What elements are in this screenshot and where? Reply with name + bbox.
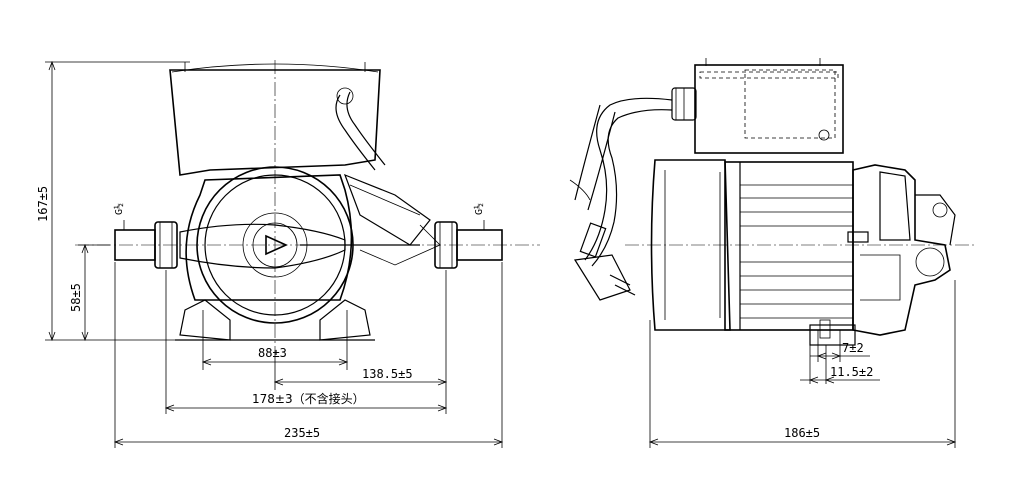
thread-label-left: G½ (113, 203, 125, 215)
dim-foot-a: 7±2 (810, 330, 870, 362)
dim-label-overall-length: 235±5 (284, 426, 320, 440)
dim-label-foot-spacing: 88±3 (258, 346, 287, 360)
dim-label-height-total: 167±5 (36, 186, 50, 222)
dim-height-center: 58±5 (69, 243, 110, 342)
side-view: 7±2 11.5±2 186±5 (569, 58, 975, 448)
dim-label-depth-total: 186±5 (784, 426, 820, 440)
dim-body-length: 178±3（不含接头） (164, 270, 448, 414)
dim-outlet-offset: 138.5±5 (273, 270, 448, 390)
pipe-connectors (114, 221, 503, 269)
dim-label-foot-a: 7±2 (842, 341, 864, 355)
dim-label-foot-b: 11.5±2 (830, 365, 873, 379)
dim-label-body-length: 178±3（不含接头） (252, 391, 365, 406)
dim-height-total: 167±5 (36, 60, 190, 342)
dim-depth-total: 186±5 (648, 280, 957, 448)
dim-foot-b: 11.5±2 (800, 330, 880, 384)
dim-label-height-center: 58±5 (69, 283, 83, 312)
thread-label-right: G½ (473, 203, 485, 215)
front-view: G½ G½ 167±5 58±5 88±3 (36, 60, 540, 448)
side-terminal-box (671, 58, 844, 154)
terminal-box (169, 62, 386, 176)
power-cable-plug (569, 97, 673, 301)
rotation-arrow-icon (265, 234, 288, 256)
pump-housing (175, 166, 441, 341)
dim-label-outlet-offset: 138.5±5 (362, 367, 413, 381)
dim-overall-length: 235±5 (113, 262, 504, 448)
